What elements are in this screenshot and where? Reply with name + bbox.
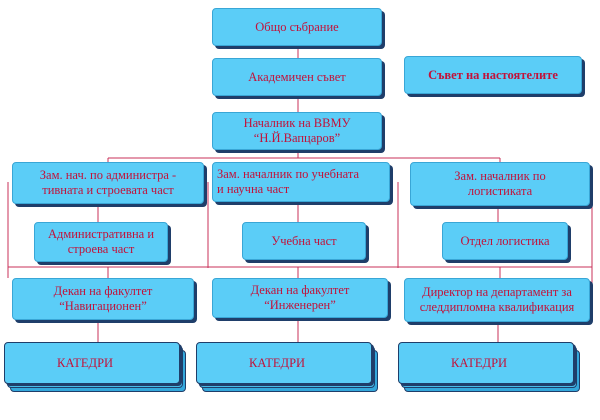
node-label-line1: Зам. нач. по администра - bbox=[39, 168, 177, 182]
node-academic-council: Академичен съвет bbox=[212, 58, 382, 96]
node-label: КАТЕДРИ bbox=[57, 355, 114, 370]
node-edu-unit: Учебна част bbox=[242, 222, 366, 260]
node-label-line1: Началник на ВВМУ bbox=[243, 116, 351, 130]
stack-front-layer: КАТЕДРИ bbox=[196, 342, 372, 384]
node-label-line2: логистиката bbox=[467, 184, 533, 198]
node-label: Учебна част bbox=[271, 233, 337, 248]
node-logistics-unit: Отдел логистика bbox=[442, 222, 568, 260]
node-label-line2: “Навигационен” bbox=[59, 299, 147, 313]
node-deputy-edu: Зам. началник по учебната и научна част bbox=[212, 162, 390, 202]
stack-front-layer: КАТЕДРИ bbox=[4, 342, 180, 384]
node-label: КАТЕДРИ bbox=[451, 355, 508, 370]
node-departments-engineering: КАТЕДРИ bbox=[196, 342, 378, 392]
node-departments-postgrad: КАТЕДРИ bbox=[398, 342, 580, 392]
node-director-postgrad: Директор на департамент за следдипломна … bbox=[404, 278, 590, 322]
node-admin-unit: Административна и строева част bbox=[34, 222, 168, 262]
node-label-line1: Декан на факултет bbox=[53, 284, 153, 298]
node-label-line2: тивната и строевата част bbox=[42, 183, 174, 197]
node-general-assembly: Общо събрание bbox=[212, 8, 382, 46]
node-label-line1: Директор на департамент за bbox=[422, 285, 572, 299]
node-label-line1: Зам. началник по bbox=[454, 169, 546, 183]
node-label-line1: Зам. началник по учебната bbox=[217, 167, 360, 181]
node-label-line2: и научна част bbox=[217, 182, 290, 196]
node-label: Общо събрание bbox=[255, 19, 339, 34]
stack-front-layer: КАТЕДРИ bbox=[398, 342, 574, 384]
node-dean-navigation: Декан на факултет “Навигационен” bbox=[12, 278, 194, 320]
node-label-line2: “Н.Й.Вапцаров” bbox=[253, 131, 341, 145]
node-label-line1: Административна и bbox=[47, 227, 155, 241]
node-deputy-logistics: Зам. началник по логистиката bbox=[410, 162, 590, 206]
node-label-line1: Декан на факултет bbox=[250, 283, 350, 297]
node-label: Отдел логистика bbox=[460, 233, 550, 248]
node-label: КАТЕДРИ bbox=[249, 355, 306, 370]
node-departments-navigation: КАТЕДРИ bbox=[4, 342, 186, 392]
node-board-of-trustees: Съвет на настоятелите bbox=[404, 56, 582, 94]
node-deputy-admin: Зам. нач. по администра - тивната и стро… bbox=[12, 162, 204, 204]
node-label: Съвет на настоятелите bbox=[428, 67, 558, 82]
node-label: Академичен съвет bbox=[248, 69, 346, 84]
node-label-line2: строева част bbox=[67, 242, 135, 256]
node-dean-engineering: Декан на факултет “Инженерен” bbox=[212, 278, 388, 318]
node-head: Началник на ВВМУ “Н.Й.Вапцаров” bbox=[212, 112, 382, 150]
node-label-line2: следдипломна квалификация bbox=[419, 300, 575, 314]
node-label-line2: “Инженерен” bbox=[264, 298, 336, 312]
